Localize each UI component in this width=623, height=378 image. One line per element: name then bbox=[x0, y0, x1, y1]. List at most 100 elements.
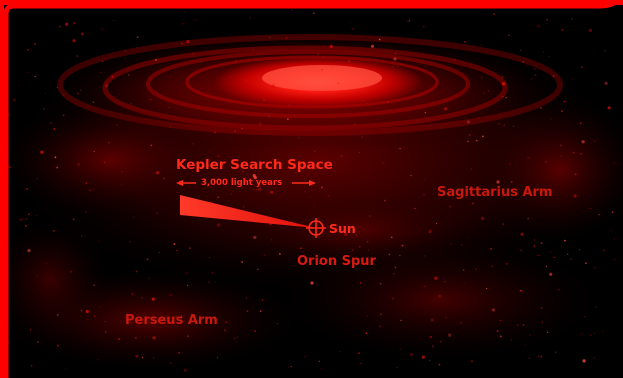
star bbox=[9, 166, 11, 169]
star bbox=[588, 28, 593, 32]
star bbox=[63, 94, 65, 96]
star bbox=[550, 118, 552, 120]
star bbox=[351, 28, 353, 30]
star bbox=[129, 240, 132, 243]
star bbox=[254, 330, 256, 332]
star bbox=[209, 151, 211, 153]
star bbox=[36, 178, 38, 180]
dust-clouds bbox=[0, 100, 623, 370]
star bbox=[80, 89, 82, 91]
star bbox=[595, 306, 597, 308]
star bbox=[56, 86, 59, 89]
star bbox=[540, 242, 543, 245]
star bbox=[351, 249, 354, 252]
star bbox=[601, 330, 604, 332]
star bbox=[366, 315, 369, 317]
star bbox=[194, 19, 196, 21]
star bbox=[540, 355, 542, 358]
star bbox=[85, 309, 89, 314]
star bbox=[157, 92, 159, 94]
star bbox=[493, 13, 495, 16]
star bbox=[487, 90, 490, 92]
star bbox=[448, 333, 452, 337]
star bbox=[593, 356, 595, 358]
perseus-arm-label: Perseus Arm bbox=[125, 313, 218, 328]
star bbox=[450, 243, 452, 245]
star bbox=[502, 223, 505, 226]
star bbox=[548, 55, 550, 57]
star bbox=[547, 331, 549, 333]
star bbox=[224, 329, 227, 332]
star bbox=[208, 281, 210, 283]
star bbox=[353, 88, 355, 90]
star bbox=[85, 182, 88, 185]
frame-left-bar bbox=[0, 0, 4, 378]
star bbox=[534, 68, 536, 70]
star bbox=[253, 188, 255, 190]
star bbox=[464, 40, 466, 43]
star bbox=[563, 100, 566, 103]
star bbox=[570, 258, 572, 260]
star bbox=[116, 124, 118, 126]
star bbox=[136, 46, 138, 48]
star bbox=[581, 333, 583, 335]
star bbox=[253, 235, 257, 239]
star bbox=[258, 122, 262, 126]
star bbox=[57, 344, 59, 347]
star bbox=[358, 245, 361, 248]
star bbox=[113, 20, 115, 22]
star bbox=[545, 265, 548, 267]
star bbox=[513, 125, 515, 127]
star bbox=[152, 336, 156, 340]
star bbox=[62, 114, 65, 117]
star bbox=[25, 218, 28, 220]
star bbox=[30, 365, 33, 367]
star bbox=[98, 240, 100, 242]
star bbox=[339, 350, 341, 353]
star bbox=[163, 177, 165, 179]
star bbox=[249, 17, 251, 19]
star bbox=[192, 142, 194, 145]
star bbox=[409, 352, 414, 357]
star bbox=[169, 362, 172, 365]
star bbox=[423, 193, 425, 196]
star bbox=[530, 78, 533, 80]
star bbox=[151, 297, 155, 301]
star bbox=[34, 75, 36, 78]
sun-label: Sun bbox=[329, 221, 356, 236]
star bbox=[365, 332, 368, 335]
star bbox=[408, 20, 410, 22]
star bbox=[594, 140, 596, 142]
star bbox=[259, 310, 262, 313]
star bbox=[524, 345, 526, 347]
star bbox=[146, 258, 149, 261]
star bbox=[483, 92, 486, 94]
star bbox=[44, 92, 46, 94]
star bbox=[136, 36, 139, 38]
star bbox=[540, 307, 543, 309]
star bbox=[399, 255, 401, 257]
star bbox=[490, 247, 492, 250]
star bbox=[359, 282, 362, 284]
star bbox=[173, 243, 176, 246]
star bbox=[348, 60, 351, 63]
star bbox=[26, 188, 28, 190]
star bbox=[27, 71, 29, 74]
star bbox=[423, 25, 425, 28]
star bbox=[21, 218, 23, 220]
star bbox=[337, 82, 340, 85]
star bbox=[175, 315, 178, 318]
star bbox=[340, 155, 343, 158]
star bbox=[466, 120, 471, 124]
star bbox=[182, 23, 184, 25]
star bbox=[150, 144, 153, 147]
star bbox=[361, 100, 364, 102]
star bbox=[393, 61, 395, 63]
star bbox=[181, 42, 183, 45]
star bbox=[432, 345, 434, 348]
star bbox=[158, 251, 160, 253]
star bbox=[594, 267, 596, 269]
star bbox=[604, 50, 606, 52]
star bbox=[394, 266, 397, 269]
star bbox=[70, 270, 72, 273]
